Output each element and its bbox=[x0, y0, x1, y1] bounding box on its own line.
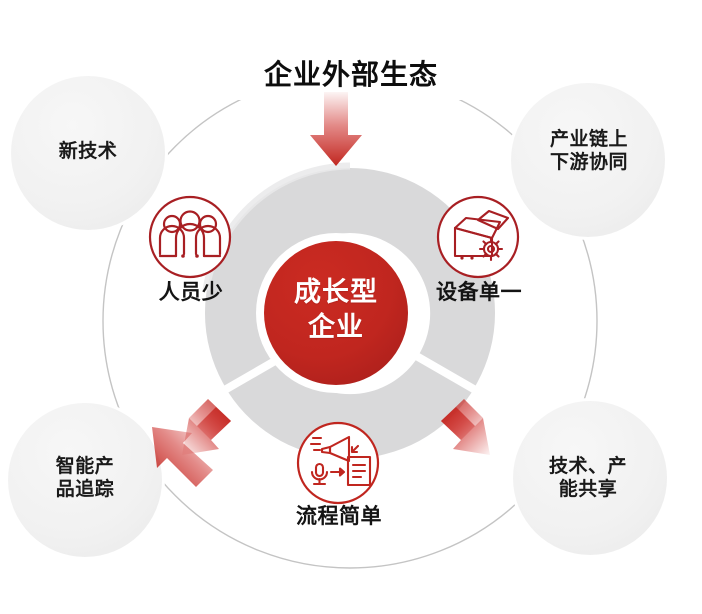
bubble-supply-chain[interactable] bbox=[511, 83, 665, 237]
icon-circle-people[interactable] bbox=[148, 195, 232, 279]
arrow-bottom-left-up bbox=[152, 399, 231, 487]
center-red-circle bbox=[264, 241, 408, 385]
arrow-top-down bbox=[310, 92, 362, 166]
donut-segment-bottom bbox=[228, 360, 472, 459]
icon-label-process: 流程简单 bbox=[296, 505, 382, 528]
icon-circle-equipment[interactable] bbox=[436, 195, 520, 279]
bubble-label-new-technology: 新技术 bbox=[58, 141, 118, 162]
people-group-icon bbox=[158, 210, 222, 258]
icon-label-people: 人员少 bbox=[158, 281, 224, 304]
bubble-smart-product-tracking[interactable] bbox=[8, 403, 162, 557]
bubble-label-tech-capacity-sharing: 技术、产 能共享 bbox=[548, 456, 627, 501]
outer-bubbles bbox=[8, 76, 667, 557]
bubble-label-supply-chain: 产业链上 下游协同 bbox=[549, 129, 628, 174]
outer-ring-circle bbox=[102, 73, 598, 569]
center-node-label: 成长型 企业 bbox=[294, 277, 378, 343]
bubble-new-technology[interactable] bbox=[11, 76, 165, 230]
icon-label-equipment: 设备单一 bbox=[436, 281, 522, 304]
center-node bbox=[256, 233, 416, 393]
megaphone-document-icon bbox=[309, 435, 372, 487]
icon-circle-process[interactable] bbox=[296, 421, 380, 505]
page-title: 企业外部生态 bbox=[263, 59, 438, 90]
box-gear-icon bbox=[453, 209, 510, 262]
bubble-label-smart-product-tracking: 智能产 品追踪 bbox=[55, 456, 115, 501]
arrow-bottom-right-up bbox=[441, 399, 490, 455]
bubble-tech-capacity-sharing[interactable] bbox=[513, 401, 667, 555]
